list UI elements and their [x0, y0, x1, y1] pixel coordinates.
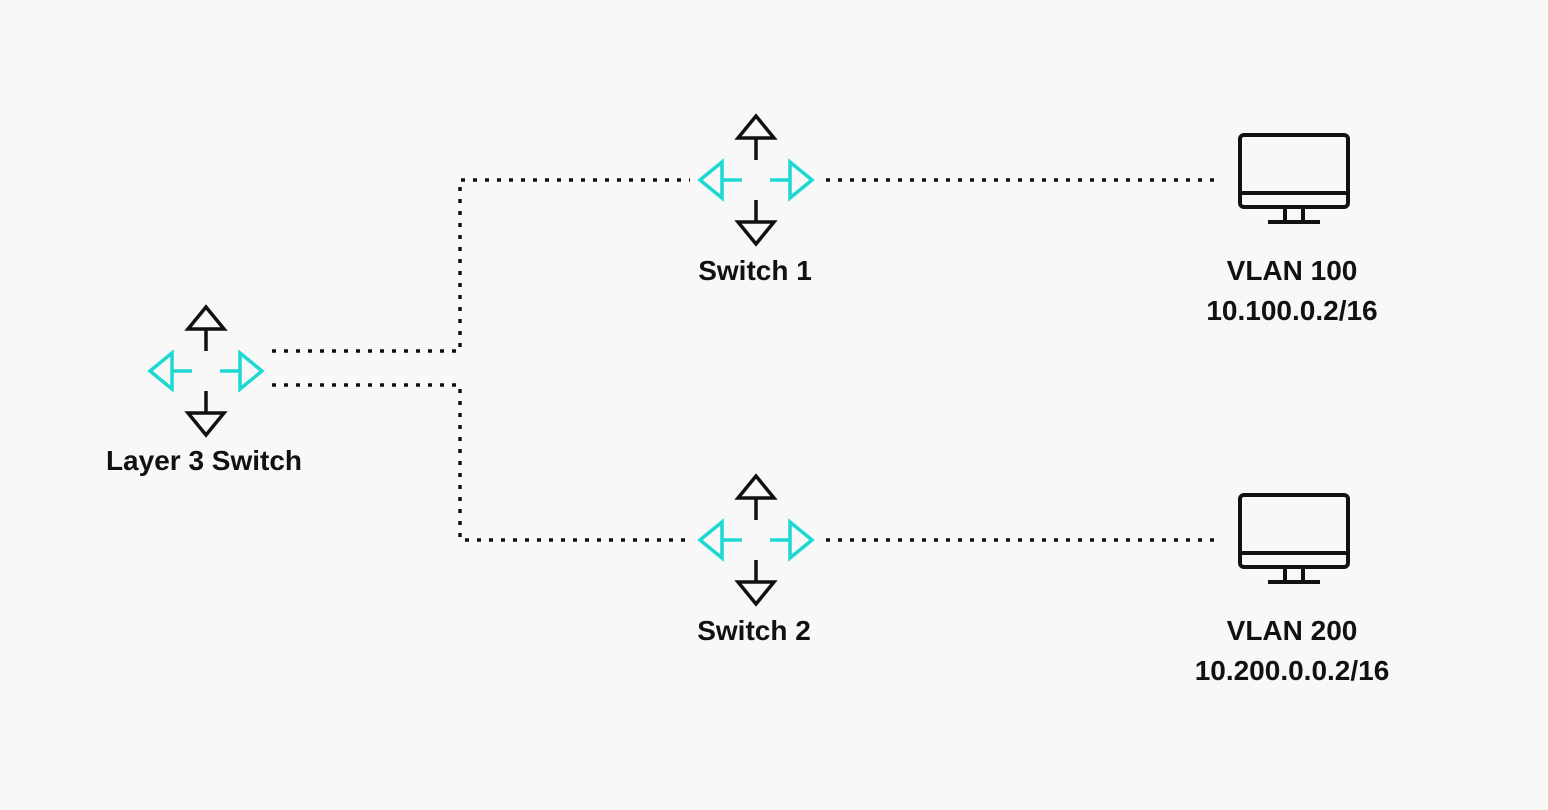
switch-1-label: Switch 1 — [698, 255, 812, 286]
vlan100-ip-label: 10.100.0.2/16 — [1206, 295, 1378, 326]
vlan100-name-label: VLAN 100 — [1226, 255, 1358, 286]
switch-1-icon — [698, 114, 814, 246]
switch-2-icon — [698, 474, 814, 606]
layer3-switch-icon — [148, 305, 264, 437]
link-l3-to-switch-1 — [272, 178, 690, 353]
switch-2-label: Switch 2 — [697, 615, 811, 646]
vlan100-monitor-icon — [1238, 133, 1350, 224]
vlan200-monitor-icon — [1238, 493, 1350, 584]
layer3-switch-label: Layer 3 Switch — [105, 445, 303, 476]
link-l3-to-switch-2 — [272, 383, 690, 542]
vlan200-ip-label: 10.200.0.0.2/16 — [1194, 655, 1390, 686]
vlan200-name-label: VLAN 200 — [1226, 615, 1358, 646]
